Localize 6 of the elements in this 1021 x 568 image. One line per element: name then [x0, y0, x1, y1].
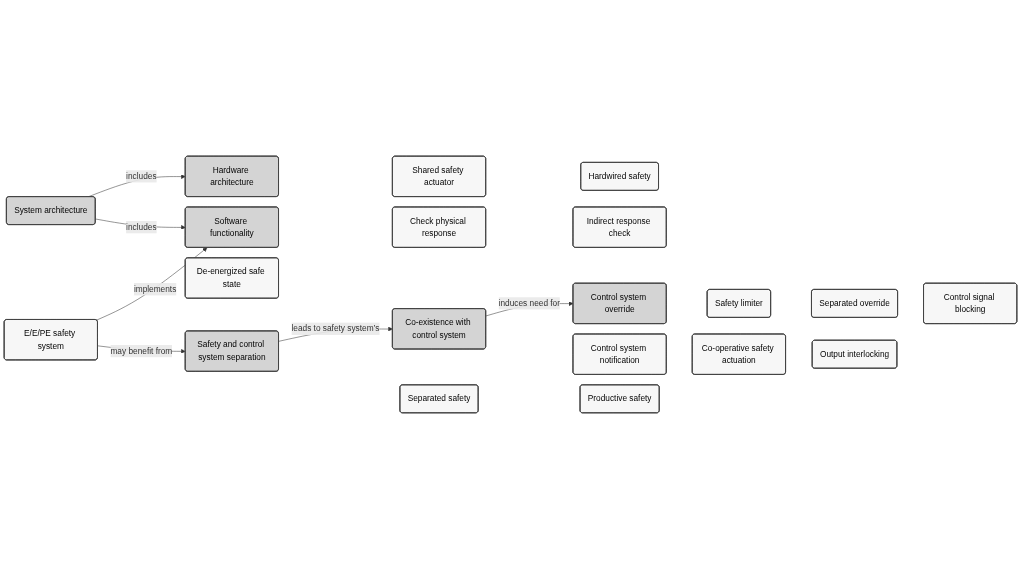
edge-label: implements	[133, 284, 177, 293]
edge-label: leads to safety system’s	[291, 323, 380, 333]
edge-label: may benefit from	[110, 345, 173, 355]
edge-label: includes	[126, 171, 157, 181]
edge-label: induces need for	[498, 298, 560, 308]
edge-label: includes	[126, 222, 157, 231]
